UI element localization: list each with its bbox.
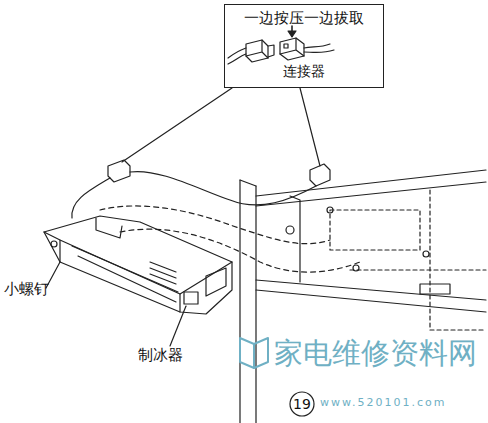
watermark-logo [240,338,268,368]
part-label: 制冰器 [138,346,183,365]
connector [108,160,130,182]
callout-number: 19 [293,396,311,412]
instruction-text: 一边按压一边拔取 [244,9,364,28]
ice-maker [44,216,232,314]
leader-line [300,88,320,166]
watermark: 家电维修资料网 [274,334,477,374]
callout-box: 一边按压一边拔取连接器 [224,4,384,88]
watermark: www.520101.com [320,396,446,409]
connector-pair [228,26,334,64]
part-label: 小螺钉 [4,280,49,299]
refrigerator-wall [240,170,486,423]
leader-line [170,306,186,346]
leader-line [122,88,232,162]
connector [310,164,330,186]
part-name: 连接器 [283,63,325,81]
callout-circle [290,392,314,416]
